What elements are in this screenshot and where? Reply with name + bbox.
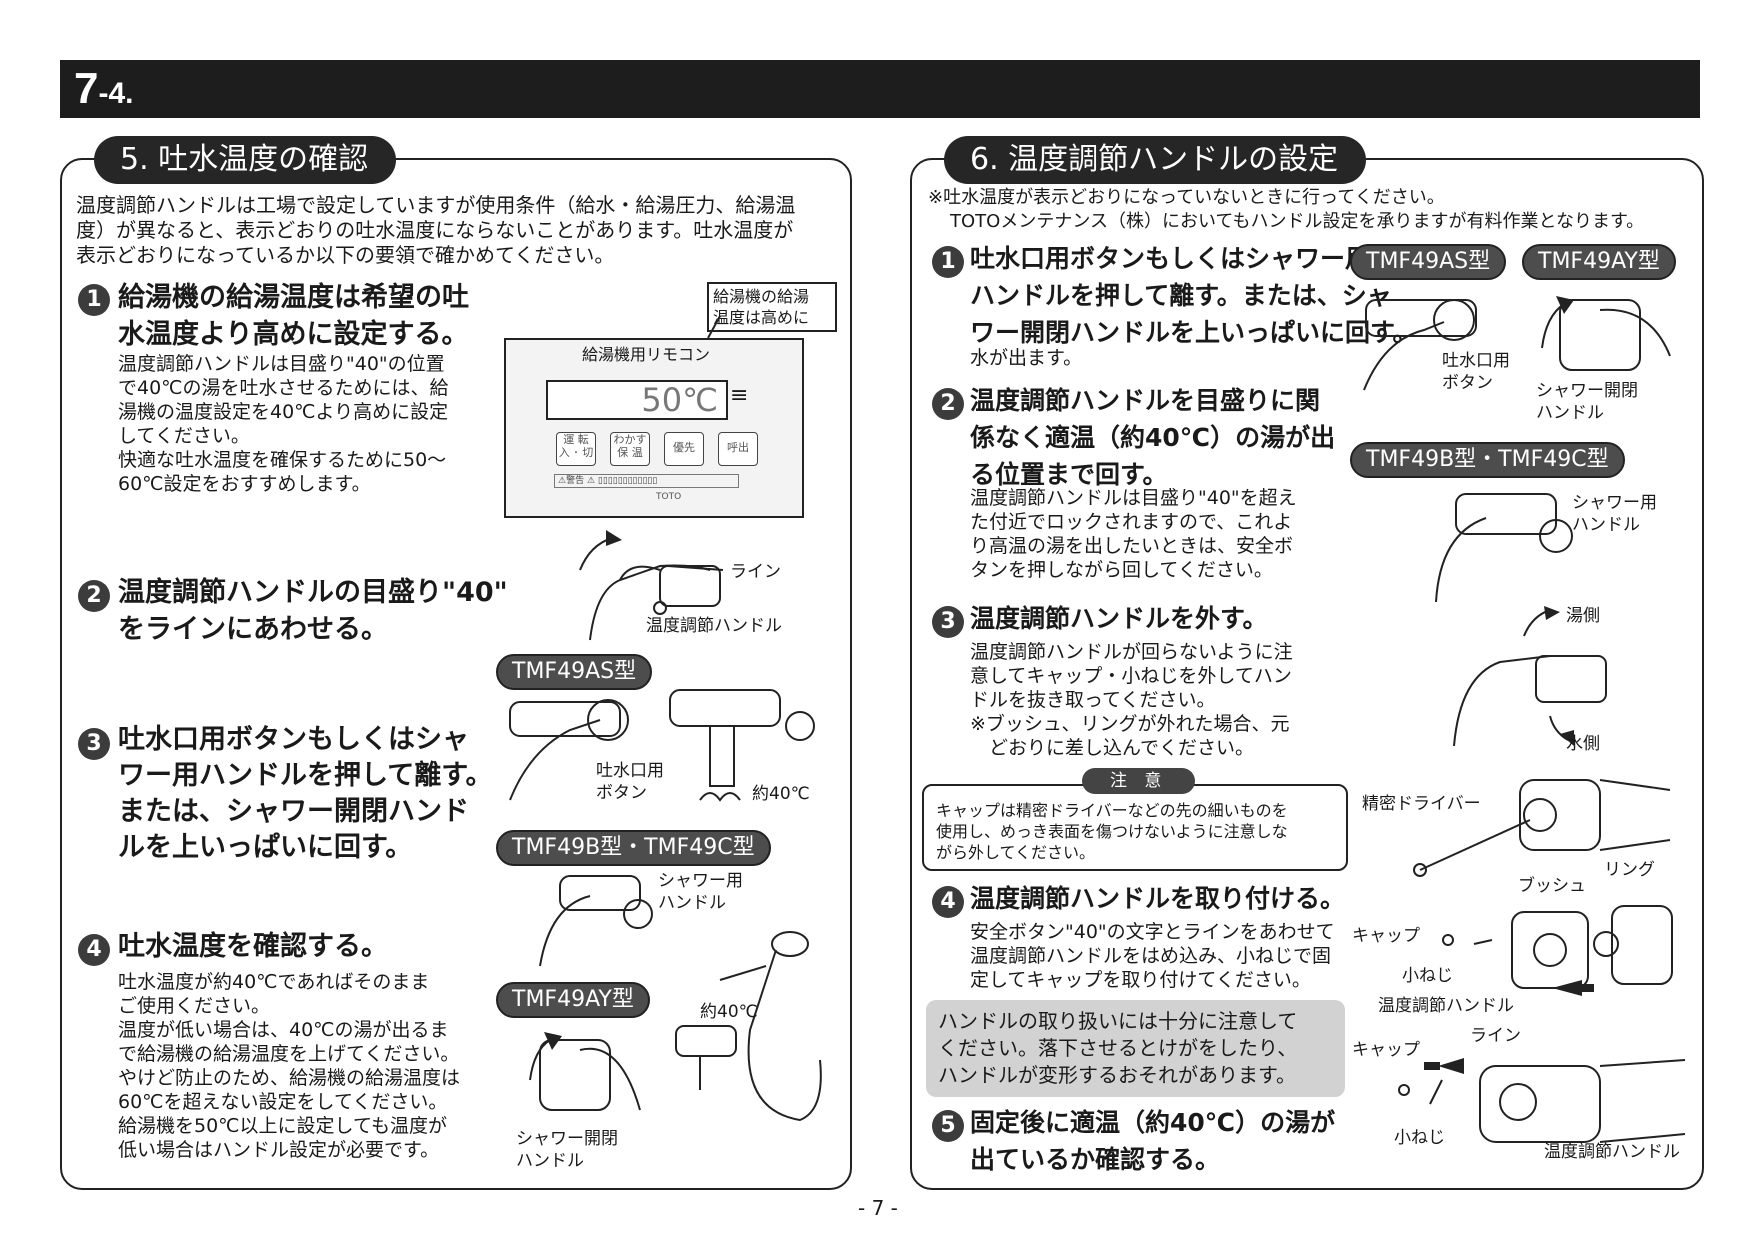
- label-cap-2: キャップ: [1352, 1040, 1420, 1060]
- remote-button-priority[interactable]: 優先: [664, 432, 704, 466]
- left-model-ay: TMF49AY型: [496, 982, 650, 1018]
- right-step-2-heading: 温度調節ハンドルを目盛りに関 係なく適温（約40℃）の湯が出 る位置まで回す。: [970, 386, 1336, 489]
- as-faucet-illustration: [509, 689, 815, 802]
- left-step-1-body: 温度調節ハンドルは目盛り"40"の位置 で40℃の湯を吐水させるためには、給 湯…: [118, 353, 449, 495]
- chapter-header-bar: 7-4.: [60, 60, 1700, 118]
- right-label-shower-handle: シャワー用ハンドル: [1572, 493, 1657, 535]
- right-model-as: TMF49AS型: [1350, 244, 1507, 280]
- remote-title: 給湯機用リモコン: [582, 345, 711, 364]
- label-line-right: ライン: [1470, 1026, 1521, 1046]
- right-step-4-heading: 温度調節ハンドルを取り付ける。: [970, 884, 1346, 913]
- right-step-2-body: 温度調節ハンドルは目盛り"40"を超え た付近でロックされますので、これよ り高…: [970, 487, 1297, 581]
- left-step-2-number: 2: [78, 580, 110, 612]
- right-step-2-number: 2: [932, 388, 964, 420]
- right-label-spout-button: 吐水口用ボタン: [1442, 351, 1510, 393]
- left-step-1-heading: 給湯機の給湯温度は希望の吐 水温度より高めに設定する。: [118, 282, 469, 350]
- left-intro: 温度調節ハンドルは工場で設定していますが使用条件（給水・給湯圧力、給湯温 度）が…: [76, 193, 796, 267]
- left-section-title: 5. 吐水温度の確認: [94, 136, 397, 184]
- label-hot-side: 湯側: [1566, 606, 1600, 626]
- right-section-title: 6. 温度調節ハンドルの設定: [944, 136, 1367, 184]
- left-step-4-number: 4: [78, 934, 110, 966]
- left-step-1-number: 1: [78, 284, 110, 316]
- right-bc-illustration: [1435, 493, 1573, 603]
- remote-display: 50℃: [546, 380, 728, 420]
- left-label-shower-open-handle: シャワー開閉ハンドル: [516, 1129, 618, 1171]
- left-step-4-heading: 吐水温度を確認する。: [118, 931, 388, 962]
- right-step-5-number: 5: [932, 1110, 964, 1142]
- remote-button-heat[interactable]: わかす保 温: [610, 432, 650, 466]
- final-assembly-illustration: [1398, 1058, 1686, 1143]
- label-bush: ブッシュ: [1518, 876, 1586, 896]
- left-label-spout-button: 吐水口用ボタン: [596, 761, 664, 803]
- label-cap-1: キャップ: [1352, 926, 1420, 946]
- right-step-1-heading: 吐水口用ボタンもしくはシャワー用 ハンドルを押して離す。または、シャ ワー開閉ハ…: [970, 244, 1418, 347]
- right-step-1-body: 水が出ます。: [970, 347, 1083, 369]
- callout-pointer: [707, 315, 721, 339]
- label-handle-1: 温度調節ハンドル: [1378, 996, 1514, 1016]
- remote-controller: 給湯機用リモコン 50℃ ≡ 運 転入 ･ 切 わかす保 温 優先 呼出 ⚠警告…: [504, 338, 804, 518]
- page-number: - 7 -: [858, 1196, 898, 1220]
- label-ring: リング: [1604, 860, 1655, 880]
- hot-cold-turn-illustration: [1453, 606, 1607, 747]
- left-label-about40-a: 約40℃: [752, 784, 810, 804]
- bc-faucet-illustration: [539, 875, 653, 967]
- right-model-ay: TMF49AY型: [1522, 244, 1676, 280]
- handling-warning-box: ハンドルの取り扱いには十分に注意して ください。落下させるとけがをしたり、 ハン…: [926, 1000, 1345, 1097]
- left-step-3-heading: 吐水口用ボタンもしくはシャ ワー用ハンドルを押して離す。 または、シャワー開閉ハ…: [118, 724, 493, 863]
- line-pointer: [667, 565, 724, 571]
- right-step-3-heading: 温度調節ハンドルを外す。: [970, 604, 1268, 633]
- right-as-illustration: [1363, 299, 1477, 391]
- label-temp-handle: 温度調節ハンドル: [646, 616, 782, 636]
- right-label-shower-open-handle: シャワー開閉ハンドル: [1536, 381, 1638, 423]
- left-model-bc: TMF49B型・TMF49C型: [496, 830, 771, 866]
- driver-illustration: [1413, 779, 1671, 877]
- chapter-number: 7-4.: [74, 64, 134, 113]
- assembly-illustration: [1442, 905, 1673, 996]
- right-model-bc: TMF49B型・TMF49C型: [1350, 442, 1625, 478]
- right-step-3-body: 温度調節ハンドルが回らないように注 意してキャップ・小ねじを外してハン ドルを抜…: [970, 641, 1293, 759]
- left-step-2-heading: 温度調節ハンドルの目盛り"40" をラインにあわせる。: [118, 577, 508, 645]
- shower-illustration: [675, 931, 822, 1122]
- right-note: ※吐水温度が表示どおりになっていないときに行ってください。 TOTOメンテナンス…: [928, 187, 1645, 232]
- remote-callout: 給湯機の給湯 温度は高めに: [707, 282, 837, 332]
- right-step-3-number: 3: [932, 606, 964, 638]
- right-step-4-body: 安全ボタン"40"の文字とラインをあわせて 温度調節ハンドルをはめ込み、小ねじで…: [970, 921, 1335, 991]
- left-panel: [60, 158, 852, 1190]
- label-handle-2: 温度調節ハンドル: [1544, 1142, 1680, 1162]
- left-label-shower-handle: シャワー用ハンドル: [658, 871, 743, 913]
- left-step-4-body: 吐水温度が約40℃であればそのまま ご使用ください。 温度が低い場合は、40℃の…: [118, 971, 461, 1161]
- menu-lines-icon: ≡: [730, 383, 749, 408]
- right-step-1-number: 1: [932, 246, 964, 278]
- label-screw-1: 小ねじ: [1402, 966, 1453, 986]
- remote-warning-strip: ⚠警告 ⚠ ▯▯▯▯▯▯▯▯▯▯▯▯: [554, 474, 739, 488]
- caution-box: キャップは精密ドライバーなどの先の細いものを 使用し、めっき表面を傷つけないよう…: [922, 784, 1348, 871]
- remote-button-power[interactable]: 運 転入 ･ 切: [556, 432, 596, 466]
- right-step-4-number: 4: [932, 886, 964, 918]
- label-screw-2: 小ねじ: [1394, 1128, 1445, 1148]
- label-driver: 精密ドライバー: [1362, 794, 1481, 814]
- label-cold-side: 水側: [1566, 734, 1600, 754]
- right-ay-illustration: [1541, 296, 1671, 371]
- handle-turn-illustration: [579, 530, 721, 641]
- label-line: ライン: [730, 562, 781, 582]
- left-label-about40-b: 約40℃: [700, 1002, 758, 1022]
- caution-tag: 注 意: [1082, 768, 1196, 794]
- left-step-3-number: 3: [78, 728, 110, 760]
- left-model-as: TMF49AS型: [496, 654, 653, 690]
- remote-brand: TOTO: [656, 492, 682, 502]
- right-step-5-heading: 固定後に適温（約40℃）の湯が 出ているか確認する。: [970, 1108, 1336, 1174]
- remote-button-call[interactable]: 呼出: [718, 432, 758, 466]
- ay-faucet-illustration: [529, 1032, 641, 1111]
